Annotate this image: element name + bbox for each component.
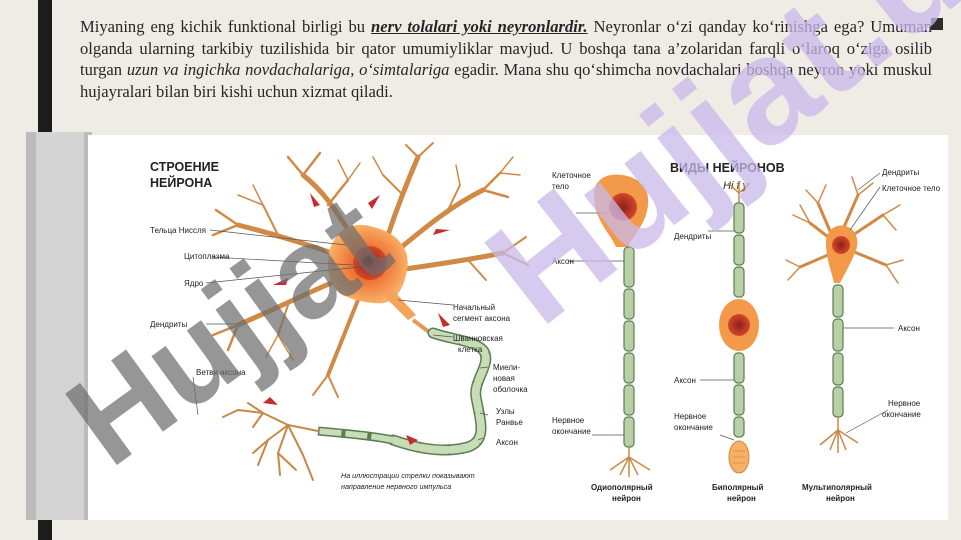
label-axon-bipolar: Аксон xyxy=(674,376,696,385)
paragraph-text-3: egadir. Mana shu qo‘shimcha novdachalari… xyxy=(80,60,932,101)
label-ranvier-1: Узлы xyxy=(496,407,515,416)
label-myelin-1: Миели- xyxy=(493,363,520,372)
label-schwann-2: клетка xyxy=(458,345,483,354)
paragraph-text-2: Neyronlar o‘zi qanday ko‘rinishga ega? U… xyxy=(80,17,933,80)
neuron-structure-drawing: СТРОЕНИЕ НЕЙРОНА Тельца Ниссля Цитоплазм… xyxy=(150,142,529,491)
type-unipolar-1: Одиополярный xyxy=(591,483,653,492)
type-multipolar-2: нейрон xyxy=(826,494,855,503)
label-axon-unipolar: Аксон xyxy=(552,257,574,266)
type-bipolar-2: нейрон xyxy=(727,494,756,503)
label-nerve-end-uni-1: Нервное xyxy=(552,416,585,425)
label-nerve-end-multi-2: окончание xyxy=(882,410,921,419)
label-ranvier-2: Ранвье xyxy=(496,418,523,427)
multipolar-neuron xyxy=(785,176,904,453)
type-unipolar-2: нейрон xyxy=(612,494,641,503)
label-axon-multipolar: Аксон xyxy=(898,324,920,333)
type-bipolar-1: Биполярный xyxy=(712,483,763,492)
caption-line-1: На иллюстрации стрелки показывают xyxy=(341,471,475,480)
structure-title-1: СТРОЕНИЕ xyxy=(150,160,219,174)
label-cell-body-2: тело xyxy=(552,182,570,191)
label-nucleus: Ядро xyxy=(184,279,204,288)
neuron-illustration: СТРОЕНИЕ НЕЙРОНА Тельца Ниссля Цитоплазм… xyxy=(88,135,948,520)
label-schwann-1: Шванновская xyxy=(453,334,503,343)
label-nerve-end-uni-2: окончание xyxy=(552,427,591,436)
paragraph-text-1: Miyaning eng kichik funktional birligi b… xyxy=(80,17,372,36)
label-axon-branches: Ветви аксона xyxy=(196,368,246,377)
label-nerve-end-bi-1: Нервное xyxy=(674,412,707,421)
label-dendrites-bipolar: Дендриты xyxy=(674,232,712,241)
label-initial-segment-2: сегмент аксона xyxy=(453,314,511,323)
paragraph-italic: uzun va ingichka novdachalariga, o‘simta… xyxy=(126,60,450,80)
types-title: ВИДЫ НЕЙРОНОВ xyxy=(670,160,785,175)
corner-square-decoration xyxy=(931,18,943,30)
label-dendrites-multipolar: Дендриты xyxy=(882,168,920,177)
label-cell-body-multipolar: Клеточное тело xyxy=(882,184,941,193)
neuron-types-drawing: ВИДЫ НЕЙРОНОВ Hi f y xyxy=(552,160,941,503)
unipolar-neuron xyxy=(594,174,651,477)
neuron-illustration-svg: СТРОЕНИЕ НЕЙРОНА Тельца Ниссля Цитоплазм… xyxy=(150,142,941,503)
label-myelin-3: оболочка xyxy=(493,385,528,394)
label-nissl-bodies: Тельца Ниссля xyxy=(150,226,206,235)
label-cytoplasm: Цитоплазма xyxy=(184,252,230,261)
type-multipolar-1: Мультиполярный xyxy=(802,483,872,492)
structure-title-2: НЕЙРОНА xyxy=(150,175,212,190)
caption-line-2: направление нервного импульса xyxy=(341,482,451,491)
label-nerve-end-bi-2: окончание xyxy=(674,423,713,432)
label-dendrites: Дендриты xyxy=(150,320,188,329)
label-initial-segment-1: Начальный xyxy=(453,303,495,312)
body-paragraph: Miyaning eng kichik funktional birligi b… xyxy=(80,16,932,102)
label-nerve-end-multi-1: Нервное xyxy=(888,399,921,408)
paragraph-highlight: nerv tolalari yoki neyronlardir. xyxy=(371,17,588,36)
label-cell-body-1: Клеточное xyxy=(552,171,591,180)
bipolar-neuron xyxy=(719,181,759,474)
myelinated-axon xyxy=(387,327,492,456)
label-axon: Аксон xyxy=(496,438,518,447)
label-myelin-2: новая xyxy=(493,374,515,383)
figure-left-shadow-inner xyxy=(36,132,84,520)
